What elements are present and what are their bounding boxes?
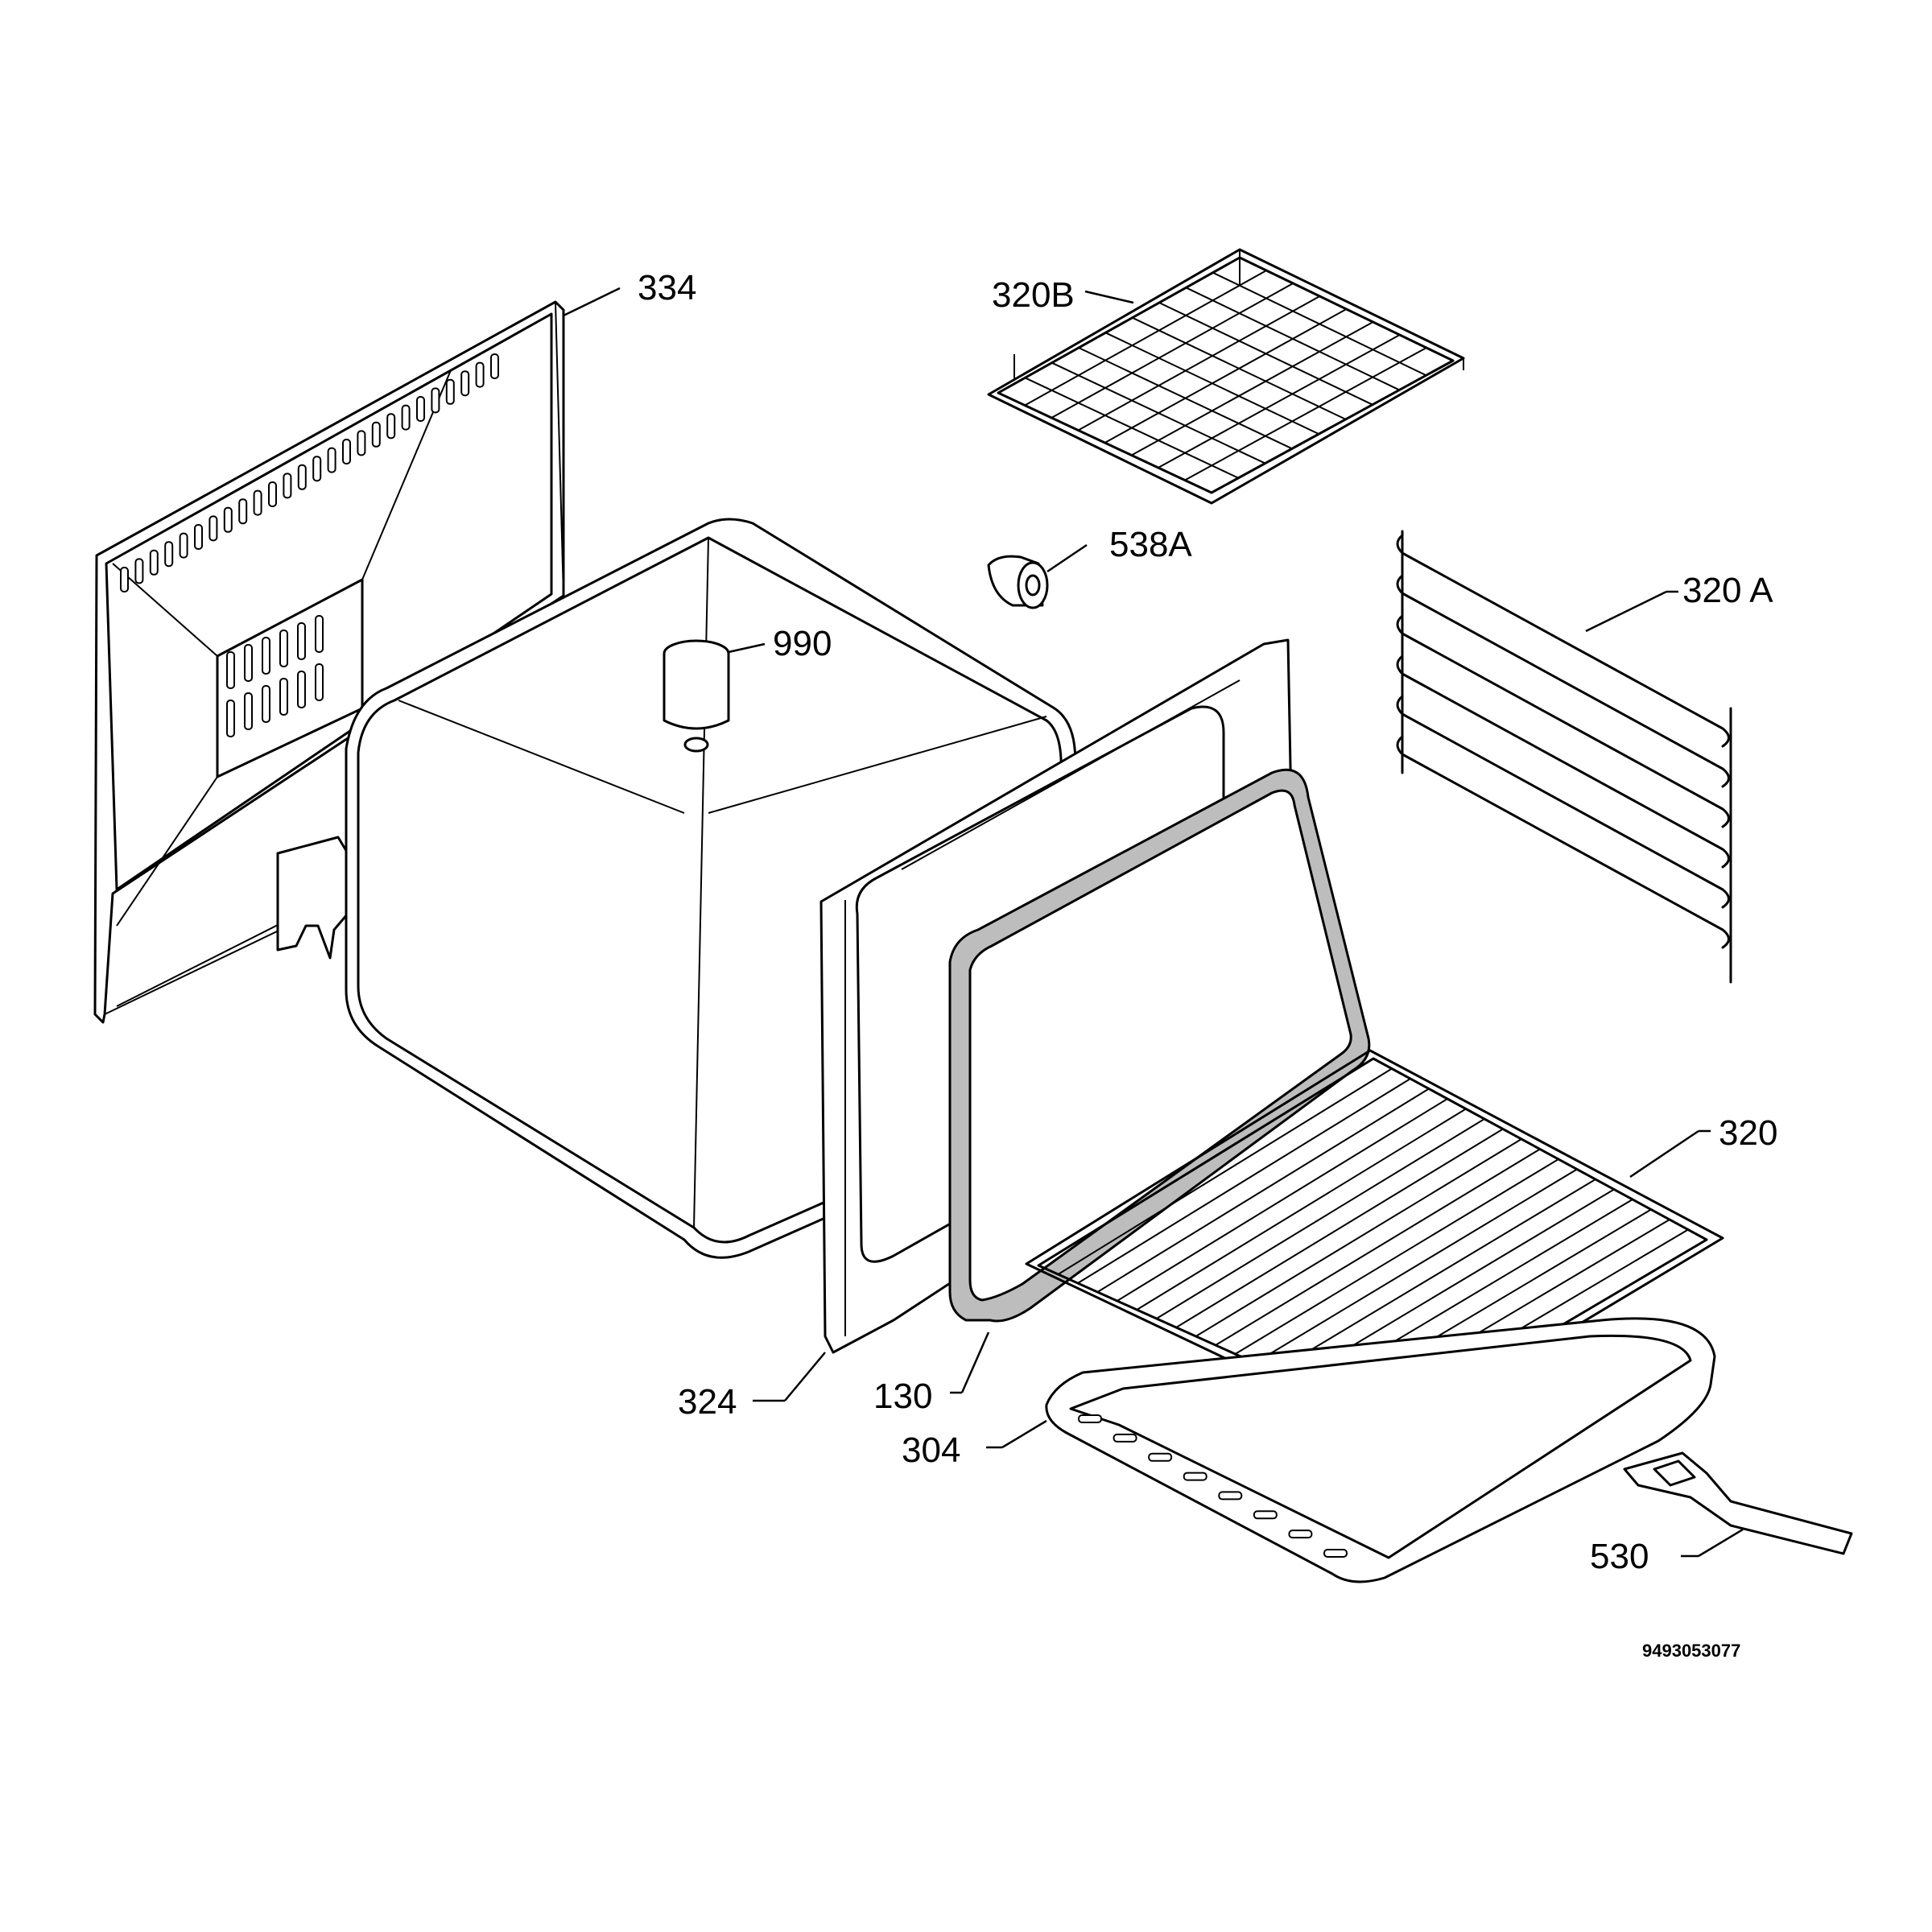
label-304: 304 bbox=[902, 1430, 961, 1470]
label-334: 334 bbox=[638, 268, 697, 308]
leader-304 bbox=[1001, 1419, 1047, 1449]
leader-320 bbox=[1629, 1129, 1699, 1179]
vent-slots bbox=[120, 353, 499, 737]
label-990: 990 bbox=[773, 624, 832, 663]
label-538A: 538A bbox=[1109, 525, 1192, 564]
baking-tray-304 bbox=[1045, 1317, 1716, 1583]
reference-number: 9493053077 bbox=[1642, 1641, 1741, 1661]
wire-grid-320B bbox=[987, 248, 1465, 505]
leader-324 bbox=[784, 1352, 826, 1402]
lamp-holder-538A bbox=[987, 555, 1049, 609]
label-130: 130 bbox=[873, 1377, 933, 1416]
leader-320A bbox=[1585, 590, 1667, 633]
leader-990 bbox=[728, 642, 766, 654]
fan-cap-990 bbox=[663, 639, 730, 753]
leader-530 bbox=[1698, 1528, 1744, 1558]
label-320: 320 bbox=[1719, 1113, 1778, 1153]
door-gasket-130 bbox=[948, 768, 1371, 1323]
back-panel-334 bbox=[93, 300, 565, 1024]
leader-538A bbox=[1046, 543, 1088, 573]
tray-handle-530 bbox=[1623, 1451, 1853, 1555]
leader-320B bbox=[1084, 290, 1134, 304]
label-320B: 320B bbox=[992, 275, 1075, 315]
leader-334 bbox=[563, 287, 621, 317]
label-530: 530 bbox=[1590, 1537, 1649, 1576]
label-324: 324 bbox=[678, 1382, 737, 1422]
label-320A: 320 A bbox=[1682, 571, 1773, 610]
leader-130 bbox=[960, 1331, 990, 1393]
side-runner-320A bbox=[1396, 530, 1732, 984]
